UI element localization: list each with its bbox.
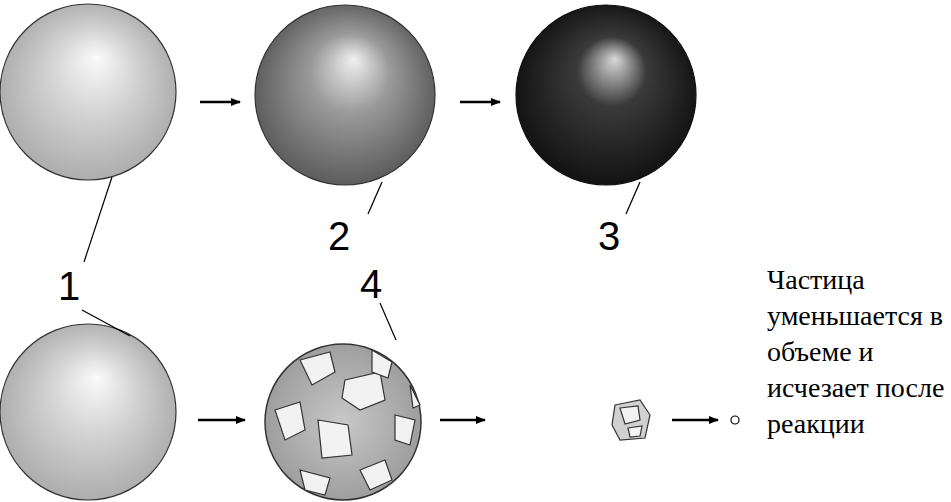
callout-number: 4 (360, 262, 382, 306)
note-text: Частица уменьшается в объеме и исчезает … (767, 262, 945, 442)
top-row (0, 4, 696, 185)
leader-lines (82, 177, 640, 340)
callout-number: 1 (58, 264, 80, 308)
bottom-row (0, 324, 739, 500)
callout-number: 3 (598, 214, 620, 258)
callout-number: 2 (328, 214, 350, 258)
